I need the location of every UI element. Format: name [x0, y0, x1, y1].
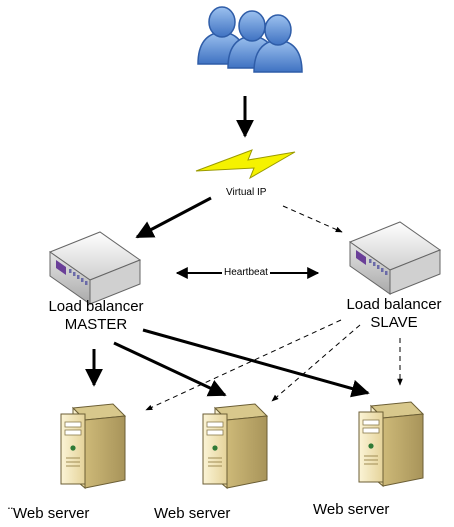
lb-slave-label-line1: Load balancer — [346, 296, 442, 313]
vip-to-slave-arrow — [282, 205, 343, 233]
vip-to-master-arrow — [135, 196, 212, 239]
web-server-3-icon — [358, 401, 424, 487]
lb-master-label-line2: MASTER — [64, 316, 128, 333]
master-to-server2-arrow — [113, 341, 227, 397]
web-server-3-label: Web server — [313, 501, 390, 518]
slave-to-server1-arrow — [145, 319, 342, 411]
lb-slave-label-line2: SLAVE — [370, 314, 418, 331]
lightning-bolt-icon — [195, 149, 296, 180]
load-balancer-master-icon — [49, 231, 141, 305]
lb-master-label-line1: Load balancer — [48, 298, 144, 315]
load-balancer-slave-icon — [349, 221, 441, 295]
lb-slave-label: Load balancer SLAVE — [329, 296, 454, 332]
web-server-2-label: Web server — [154, 505, 231, 522]
master-to-server3-arrow — [142, 328, 370, 398]
virtual-ip-label: Virtual IP — [226, 187, 267, 198]
lb-master-label: Load balancer MASTER — [31, 298, 161, 334]
web-server-1-label: ¨Web server — [8, 505, 90, 522]
heartbeat-label: Heartbeat — [222, 267, 270, 279]
web-server-1-icon — [60, 403, 126, 489]
web-server-2-icon — [202, 403, 268, 489]
slave-to-server2-arrow — [271, 324, 361, 402]
users-group-icon — [197, 6, 303, 73]
